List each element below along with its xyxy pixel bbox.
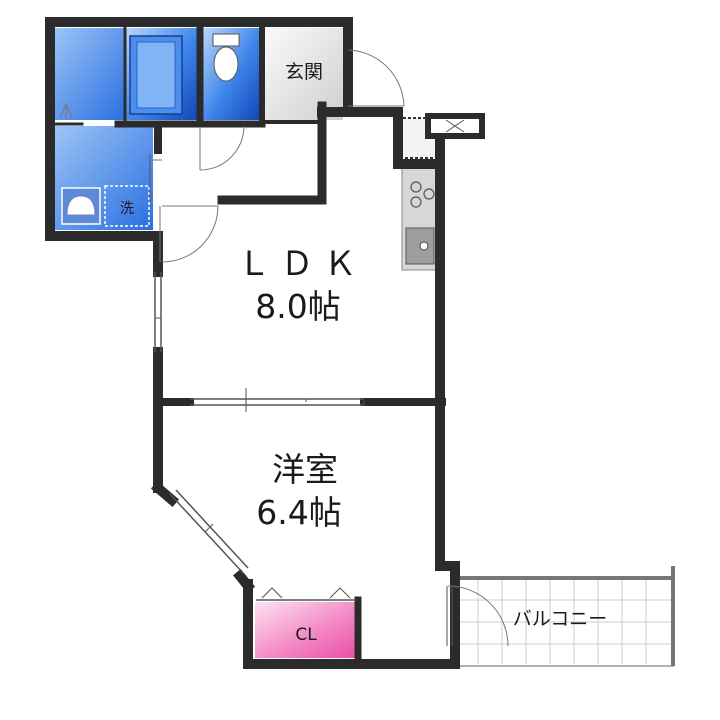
closet-area: CL [255,602,358,658]
ldk-name: ＬＤＫ [238,244,367,283]
washbasin-icon [61,187,101,225]
washer-space [104,185,150,227]
toilet-icon [212,33,240,82]
kitchen-sink-icon [405,227,435,265]
toilet-room [203,28,259,120]
balcony-area: バルコニー [454,566,675,667]
balcony-label: バルコニー [513,608,608,630]
closet-label: CL [295,625,317,645]
western-room-size: 6.4帖 [256,493,341,532]
bathroom-area [55,28,197,120]
pipe-shaft [425,113,485,139]
kitchen-counter [401,167,439,271]
stove-icon [410,181,435,208]
washroom-area: 洗 [55,126,153,230]
western-room-name: 洋室 [272,450,338,489]
ldk-size: 8.0帖 [255,287,340,326]
washer-label: 洗 [120,201,134,217]
entrance-area: 玄関 [265,28,343,120]
doors-and-windows [59,49,509,647]
entrance-label: 玄関 [285,61,323,83]
